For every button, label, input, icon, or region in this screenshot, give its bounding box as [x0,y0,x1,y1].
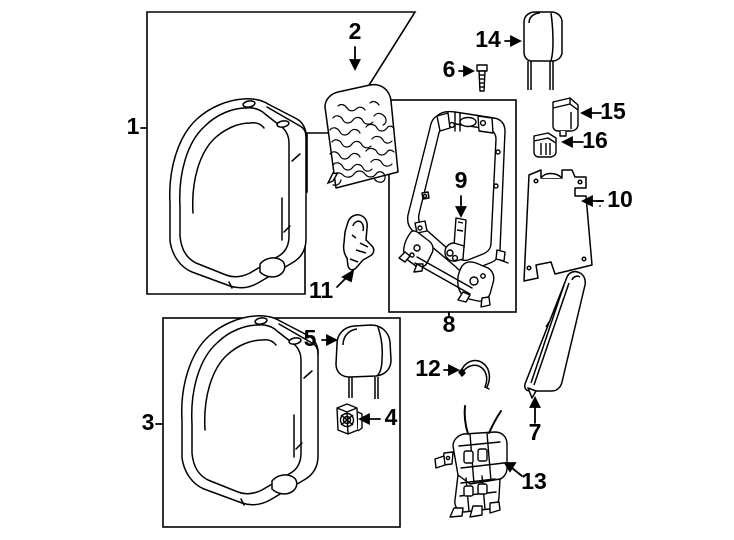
callout-label-10: 10 [607,186,633,212]
callout-label-3: 3 [142,409,155,435]
leader-13 [511,467,523,477]
arrowhead-15 [579,107,592,119]
part-seat-back-panel [523,169,593,282]
heater-element-traces [329,100,395,186]
callout-label-16: 16 [582,127,608,153]
callout-label-6: 6 [443,56,456,82]
part-headrest-guide-sleeve-locking [552,97,579,137]
part-headrest-lower [335,324,392,399]
callout-label-11: 11 [309,277,334,303]
group-box-1 [146,11,417,295]
arrowhead-12 [448,364,461,376]
callout-labels: 1 2 3 4 5 6 7 8 9 10 11 12 13 14 15 16 [127,18,633,494]
callout-label-1: 1 [127,113,140,139]
callout-label-15: 15 [600,98,626,124]
arrowhead-13 [503,462,517,473]
part-side-bolster-trim [524,270,586,399]
group-box-3 [162,317,401,528]
part-bolt [476,64,488,92]
heater-mat-connector-tab [326,172,339,185]
part-lumbar-actuator-motor [444,217,467,262]
part-side-airbag-module [434,405,508,518]
group-box-8 [388,99,517,313]
part-recliner-release-handle [342,214,375,271]
arrowhead-7 [529,395,541,408]
arrowhead-16 [560,136,573,148]
arrowhead-11 [341,269,355,283]
callout-label-13: 13 [521,468,547,494]
callout-label-8: 8 [443,311,456,337]
part-seat-back-cushion-lower [181,315,319,506]
arrowhead-14 [510,35,523,47]
callout-label-2: 2 [349,18,362,44]
arrowhead-4 [357,413,370,425]
callout-label-5: 5 [304,325,317,351]
callout-label-12: 12 [415,355,441,381]
part-headrest-guide-bushing [336,403,363,435]
part-wire-clip-hook [458,359,491,390]
arrowhead-6 [463,65,476,77]
part-seat-heater-mat [324,83,399,189]
callout-label-14: 14 [475,26,501,52]
part-headrest-guide-sleeve-plain [533,132,557,158]
arrowhead-9 [455,206,467,219]
arrowhead-2 [349,59,361,72]
callout-label-7: 7 [529,419,542,445]
callout-label-4: 4 [385,404,398,430]
arrowhead-5 [326,334,339,346]
part-headrest-upper [523,11,563,90]
callout-label-9: 9 [455,167,468,193]
leader-lines [140,35,604,477]
part-seat-back-cushion-upper [169,98,307,289]
arrowhead-10 [580,195,593,207]
part-seat-back-frame [398,110,509,308]
